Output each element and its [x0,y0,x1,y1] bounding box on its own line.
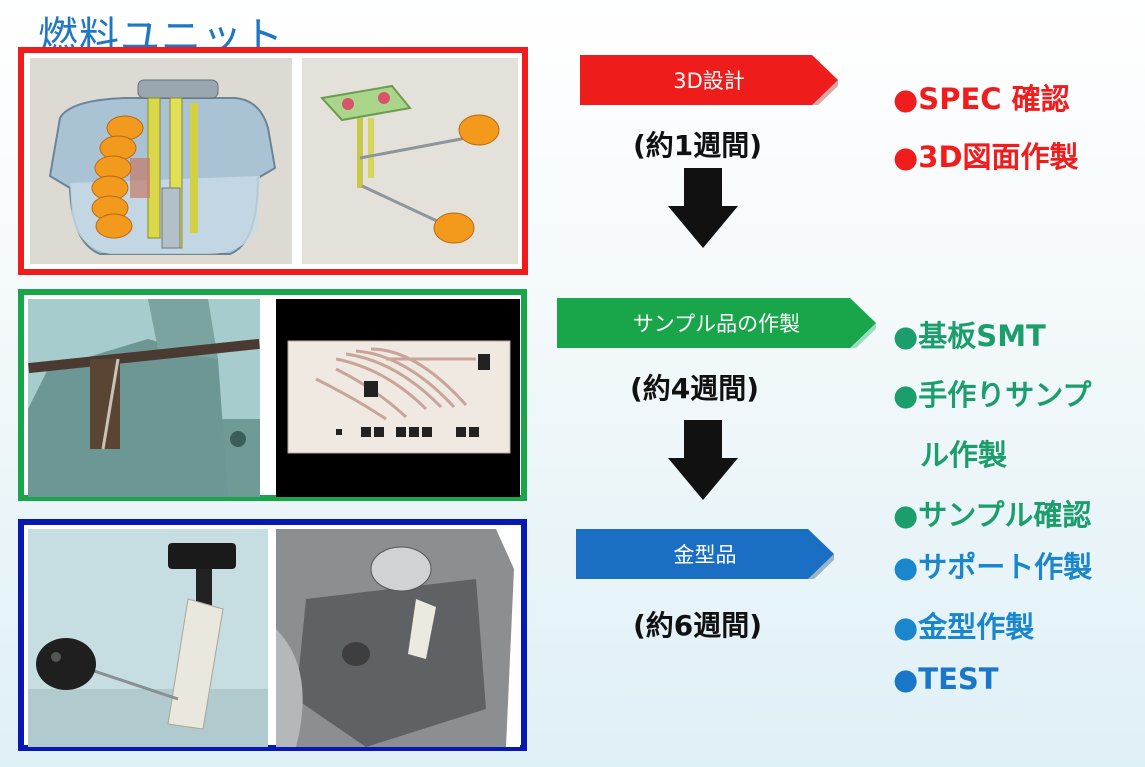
sample-bullet: ●サンプル確認 [893,498,1092,532]
design-bullet: ●SPEC 確認 [893,82,1070,116]
sample-bullet: ●手作りサンプ [893,378,1092,412]
down-arrow-icon [668,168,738,248]
sample-bullet: ●基板SMT [893,319,1046,353]
sample-bullet-continued: ル作製 [920,438,1008,472]
mold-image-frame [18,519,527,751]
pcb-sample-photo [276,299,520,497]
step-sample-label: サンプル品の作製 [557,298,876,348]
down-arrow-icon [668,420,738,500]
sample-assembly-photo [28,299,260,497]
sender-unit-3d-render [302,58,518,264]
mold-bullet: ●サポート作製 [893,550,1093,584]
step-mold-duration: (約6週間) [633,609,763,642]
step-mold-label: 金型品 [576,529,834,579]
mold-bullet: ●TEST [893,662,999,696]
design-image-frame [18,47,528,275]
mold-tool-photo [276,529,520,747]
design-bullet: ●3D図面作製 [893,140,1079,174]
step-sample-duration: (約4週間) [630,372,760,405]
fuel-tank-3d-render [30,58,292,264]
mold-bullet: ●金型作製 [893,610,1035,644]
mold-part-photo [28,529,268,747]
step-design-duration: (約1週間) [633,129,763,162]
sample-image-frame [18,289,527,501]
step-design-label: 3D設計 [580,55,838,105]
